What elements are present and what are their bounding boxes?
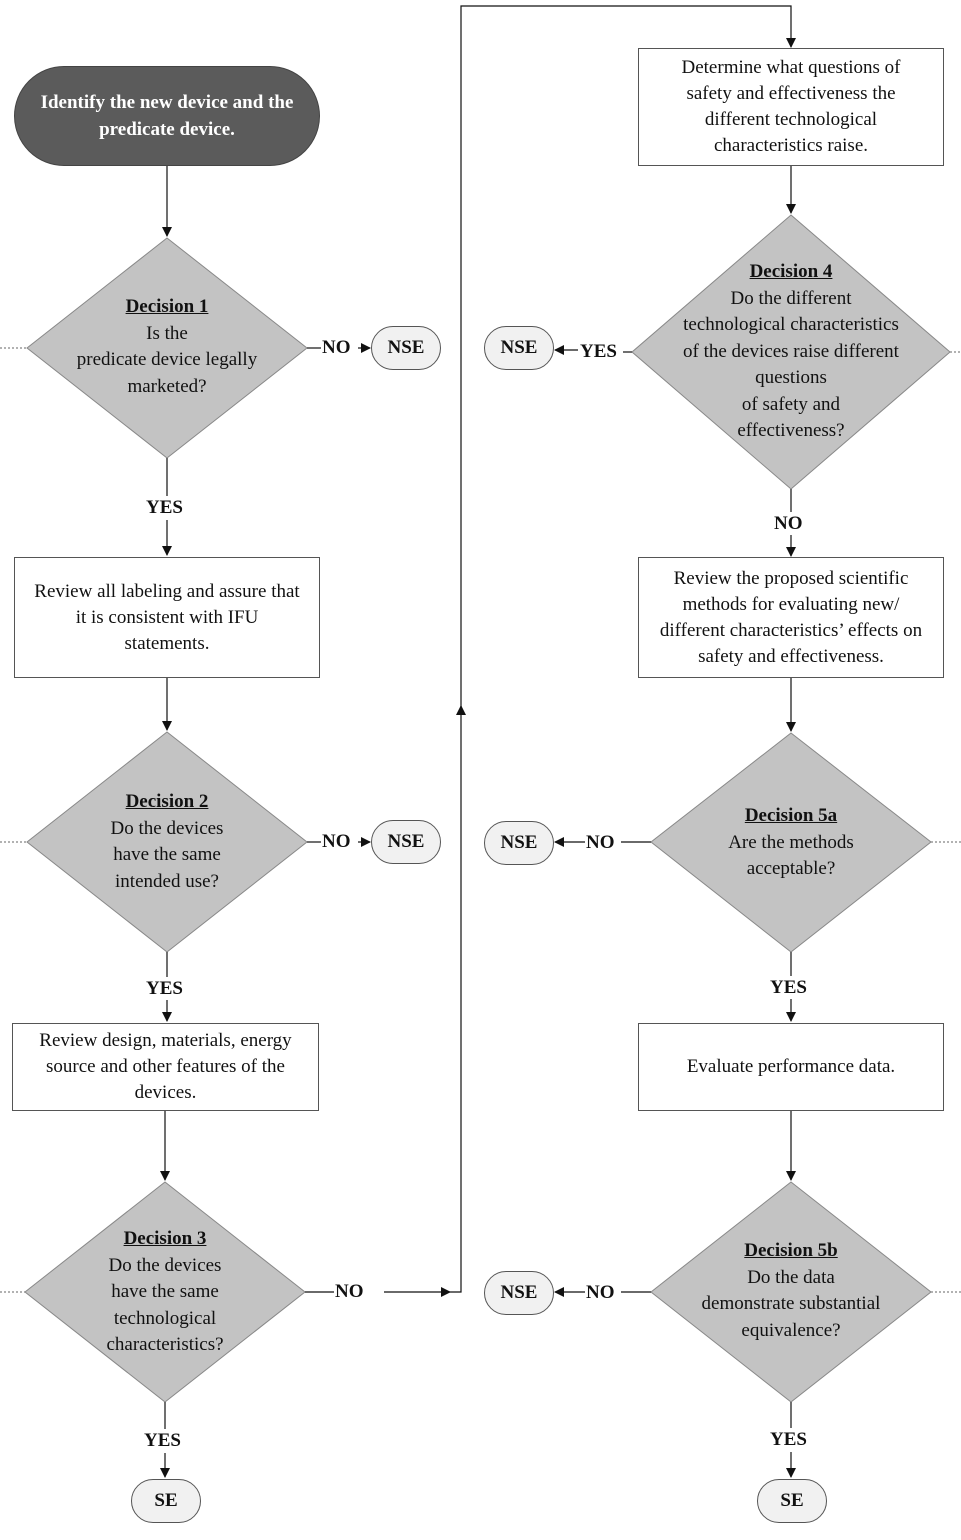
nse-terminal: NSE [484, 821, 554, 865]
se-terminal: SE [131, 1479, 201, 1523]
no-label: NO [774, 513, 803, 535]
no-label: NO [322, 337, 351, 359]
no-label: NO [335, 1281, 364, 1303]
decision-4-line: Do the different [730, 287, 852, 309]
decision-5a-text: Decision 5a Are the methods acceptable? [671, 803, 911, 883]
decision-3-line: characteristics? [106, 1334, 224, 1355]
yes-label: YES [144, 1430, 181, 1452]
start-identify-devices: Identify the new device and the predicat… [14, 66, 320, 166]
decision-5a-line: Are the methods [728, 831, 854, 853]
decision-4-text: Decision 4 Do the different technologica… [651, 259, 931, 445]
decision-5a-line: acceptable? [746, 858, 836, 879]
decision-1-line: predicate device legally [76, 349, 258, 370]
decision-2-line: Do the devices [110, 817, 224, 839]
nse-terminal: NSE [484, 1271, 554, 1315]
decision-2-text: Decision 2 Do the devices have the same … [47, 789, 287, 895]
decision-4-line: of the devices raise different [683, 340, 899, 362]
decision-4-line: questions [755, 367, 827, 388]
decision-5b-line: equivalence? [741, 1319, 841, 1341]
decision-2-line: intended use? [115, 870, 219, 892]
decision-1-line: Is the [146, 322, 188, 344]
evaluate-performance-box: Evaluate performance data. [638, 1023, 944, 1111]
determine-questions-box: Determine what questions of safety and e… [638, 48, 944, 166]
decision-1-text: Decision 1 Is the predicate device legal… [47, 294, 287, 400]
review-design-box: Review design, materials, energy source … [12, 1023, 319, 1111]
decision-4-line: effectiveness? [737, 420, 845, 441]
decision-3-title: Decision 3 [123, 1228, 207, 1249]
decision-1-line: marketed? [127, 375, 207, 397]
no-label: NO [322, 831, 351, 853]
review-labeling-box: Review all labeling and assure that it i… [14, 557, 320, 678]
nse-terminal: NSE [484, 326, 554, 370]
decision-5a-title: Decision 5a [744, 805, 838, 826]
nse-terminal: NSE [371, 326, 441, 370]
decision-5b-text: Decision 5b Do the data demonstrate subs… [671, 1238, 911, 1344]
yes-label: YES [770, 1429, 807, 1451]
yes-label: YES [146, 978, 183, 1000]
no-label: NO [586, 832, 615, 854]
decision-1-title: Decision 1 [125, 296, 209, 317]
decision-3-line: have the same [111, 1281, 219, 1302]
review-methods-box: Review the proposed scientific methods f… [638, 557, 944, 678]
no-label: NO [586, 1282, 615, 1304]
decision-2-line: have the same [113, 844, 221, 865]
decision-4-title: Decision 4 [749, 261, 833, 282]
decision-4-line: technological characteristics [683, 314, 899, 335]
decision-5b-title: Decision 5b [744, 1240, 838, 1261]
decision-5b-line: demonstrate substantial [701, 1293, 881, 1314]
nse-terminal: NSE [371, 820, 441, 864]
decision-3-text: Decision 3 Do the devices have the same … [45, 1226, 285, 1359]
se-terminal: SE [757, 1479, 827, 1523]
yes-label: YES [770, 977, 807, 999]
decision-5b-line: Do the data [747, 1266, 835, 1288]
decision-2-title: Decision 2 [125, 791, 209, 812]
yes-label: YES [146, 497, 183, 519]
yes-label: YES [580, 341, 617, 363]
decision-4-line: of safety and [741, 393, 841, 415]
decision-3-line: Do the devices [108, 1254, 222, 1276]
decision-3-line: technological [113, 1307, 217, 1329]
